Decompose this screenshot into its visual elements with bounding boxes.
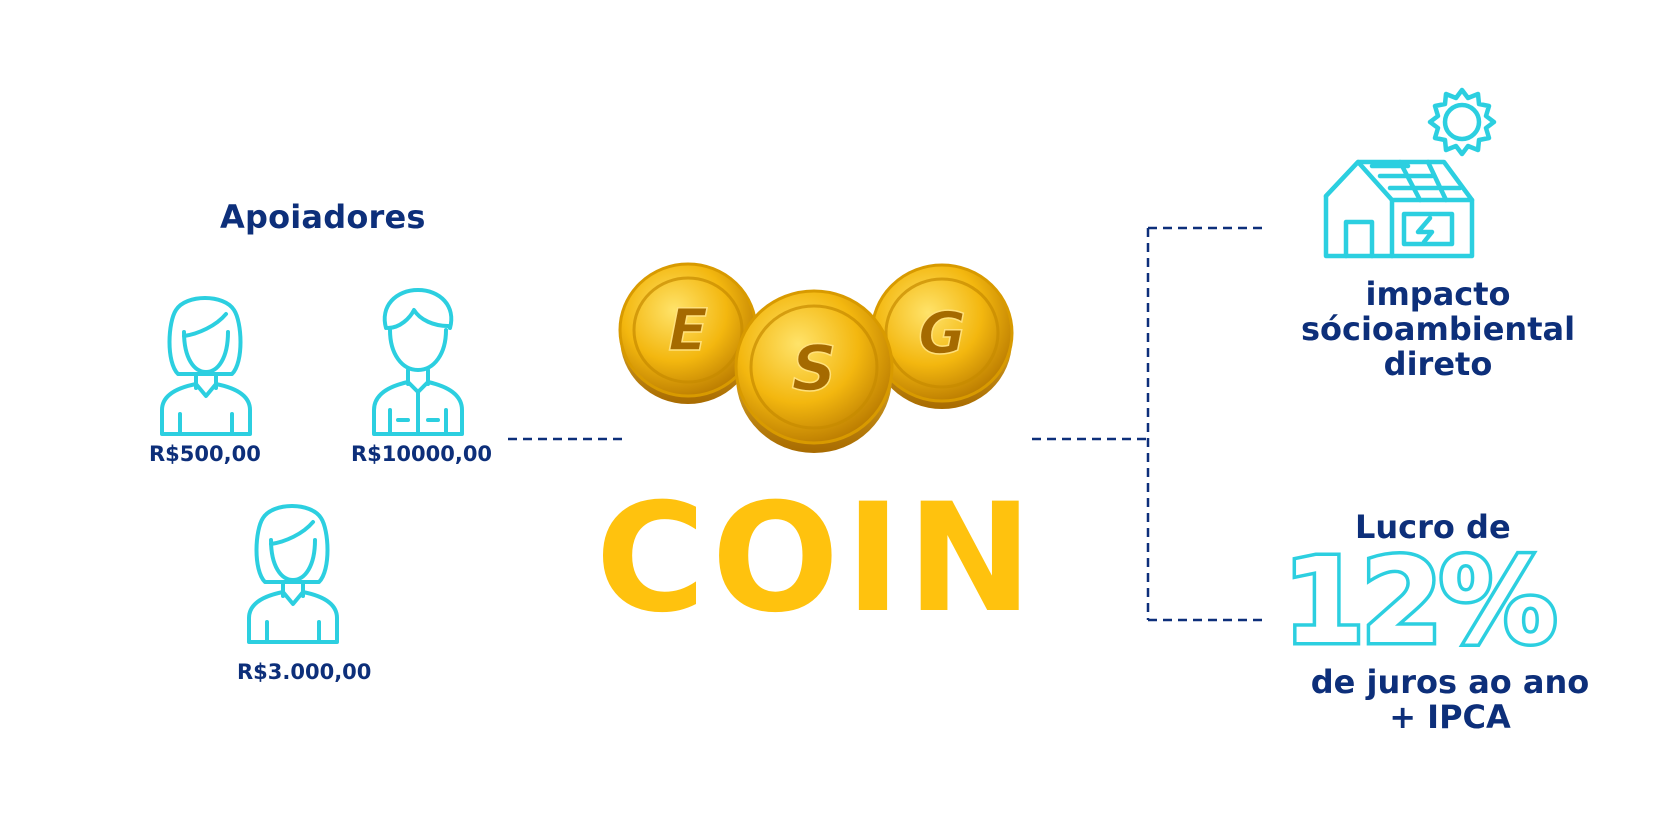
sun-icon bbox=[1427, 87, 1497, 157]
coin-letter-e: E bbox=[668, 296, 708, 364]
profit-line: de juros ao ano bbox=[1310, 663, 1590, 701]
supporter-amount: R$10000,00 bbox=[351, 442, 493, 466]
impact-line: sócioambiental bbox=[1300, 310, 1576, 348]
profit-line: + IPCA bbox=[1389, 698, 1511, 736]
profit-label: Lucro de bbox=[1355, 508, 1511, 546]
esg-coins: E G S bbox=[618, 262, 1014, 453]
impact-line: impacto bbox=[1365, 275, 1511, 313]
woman-icon bbox=[160, 296, 252, 436]
man-icon bbox=[372, 288, 464, 436]
supporter-amount: R$500,00 bbox=[149, 442, 261, 466]
profit-rate: 12% bbox=[1283, 532, 1554, 670]
coin-s bbox=[734, 289, 894, 453]
coin-g bbox=[870, 263, 1014, 409]
woman-icon bbox=[247, 504, 339, 644]
supporter-amount: R$3.000,00 bbox=[237, 660, 372, 684]
coin-e bbox=[618, 262, 758, 404]
coin-letter-s: S bbox=[792, 332, 837, 405]
connector-lines bbox=[508, 226, 1265, 622]
brand-logo: COIN bbox=[596, 472, 1039, 646]
impact-text: impacto sócioambiental direto bbox=[1288, 277, 1588, 382]
profit-text: de juros ao ano + IPCA bbox=[1300, 665, 1600, 735]
impact-line: direto bbox=[1383, 345, 1493, 383]
solar-house-icon bbox=[1323, 87, 1497, 259]
coin-letter-g: G bbox=[918, 299, 966, 367]
supporters-title: Apoiadores bbox=[220, 198, 426, 236]
